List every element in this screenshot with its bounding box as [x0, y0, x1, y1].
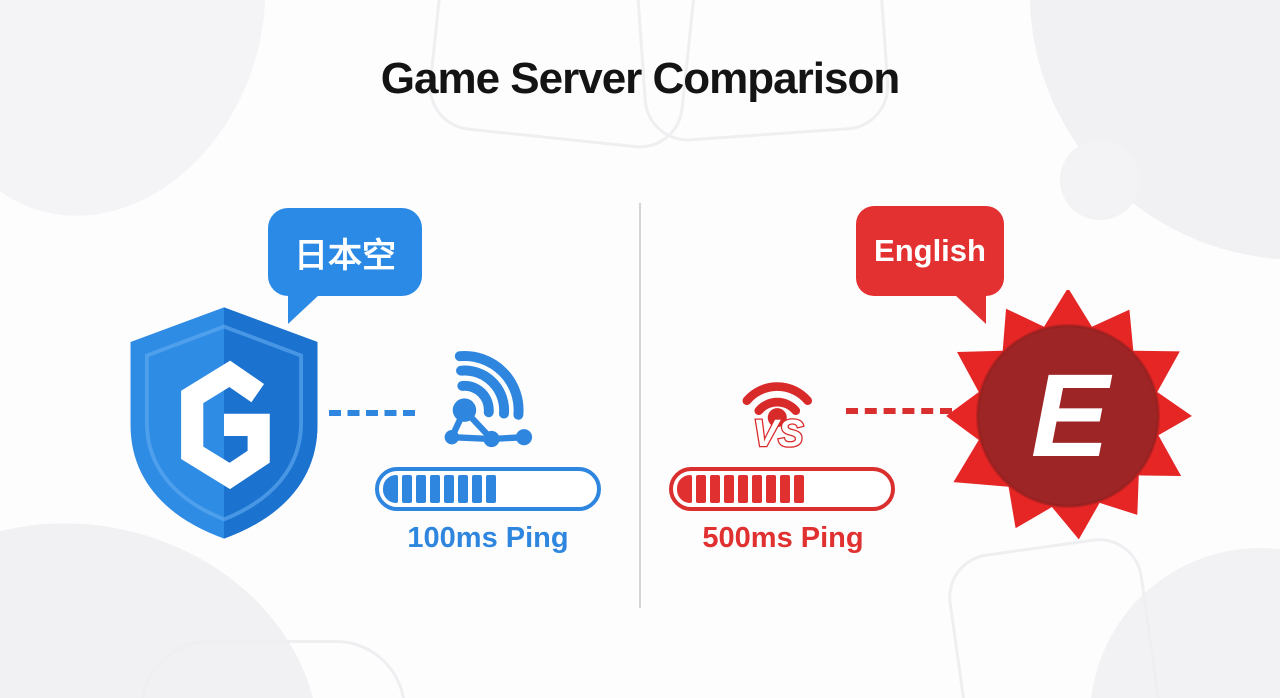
progress-segment	[724, 475, 734, 503]
page-title: Game Server Comparison	[380, 54, 900, 103]
network-signal-icon	[444, 351, 533, 448]
progress-segment	[794, 475, 804, 503]
progress-segment	[710, 475, 720, 503]
red-ping-bar-fill	[677, 475, 804, 503]
progress-segment	[780, 475, 790, 503]
progress-segment	[752, 475, 762, 503]
japanese-language-label: 日本空	[294, 236, 396, 275]
blue-dashed-connector	[329, 410, 415, 416]
english-language-bubble: English	[856, 206, 1004, 324]
progress-segment	[766, 475, 776, 503]
progress-segment	[486, 475, 496, 503]
progress-segment	[458, 475, 468, 503]
progress-segment	[402, 475, 412, 503]
e-logo-letter: E	[1031, 350, 1113, 481]
shield-g-logo-icon	[130, 307, 318, 539]
wifi-vs-icon: VS	[742, 382, 813, 456]
progress-segment	[383, 475, 398, 503]
left-ping-label: 100ms Ping	[407, 522, 569, 554]
progress-segment	[444, 475, 454, 503]
blue-ping-bar-fill	[383, 475, 496, 503]
vs-label: VS	[753, 413, 804, 455]
progress-segment	[738, 475, 748, 503]
red-dashed-connector	[846, 408, 952, 414]
progress-segment	[416, 475, 426, 503]
flame-e-logo-icon: E	[946, 290, 1192, 540]
progress-segment	[430, 475, 440, 503]
background-blob	[1060, 140, 1140, 220]
japanese-language-bubble: 日本空	[268, 208, 422, 324]
red-ping-progress-bar	[669, 467, 895, 511]
vertical-divider	[639, 203, 641, 608]
blue-ping-progress-bar	[375, 467, 601, 511]
english-language-label: English	[874, 233, 986, 268]
progress-segment	[696, 475, 706, 503]
progress-segment	[677, 475, 692, 503]
right-ping-label: 500ms Ping	[702, 522, 864, 554]
progress-segment	[472, 475, 482, 503]
